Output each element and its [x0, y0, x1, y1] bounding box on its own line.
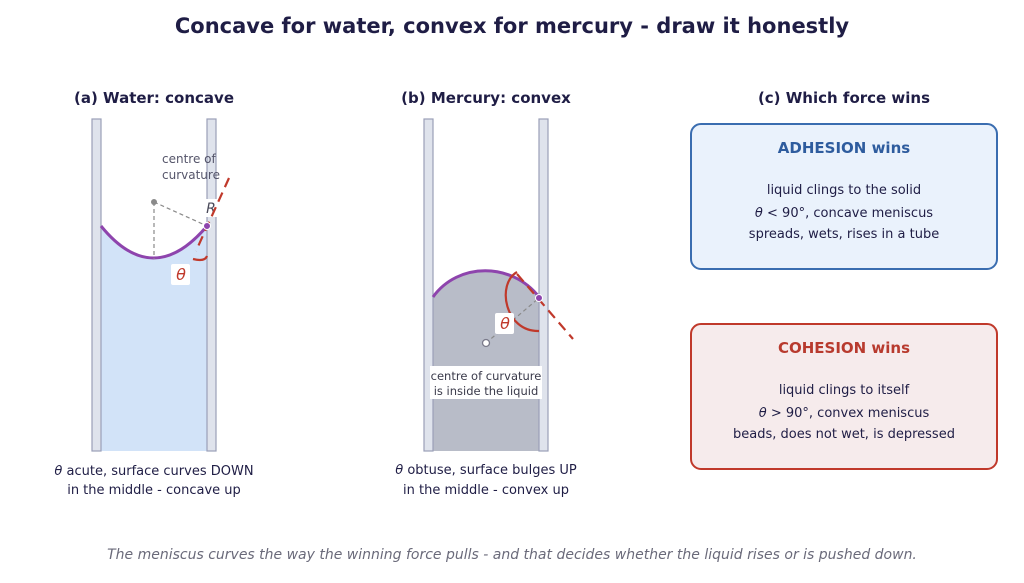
centre-of-curvature-point — [481, 338, 491, 348]
water-meniscus — [99, 225, 209, 260]
tube-wall-left — [91, 118, 102, 452]
cohesion-theta: θ — [759, 406, 767, 421]
adhesion-line1: liquid clings to the solid — [767, 183, 921, 198]
tangent-line — [516, 273, 574, 340]
cohesion-line1: liquid clings to itself — [779, 383, 910, 398]
panel-a-caption-line1: θ acute, surface curves DOWN — [54, 464, 253, 479]
panel-c-heading: (c) Which force wins — [758, 89, 930, 107]
water-liquid — [101, 226, 207, 451]
panel-b-caption-line1: θ obtuse, surface bulges UP — [395, 463, 577, 478]
tube-wall-left — [423, 118, 434, 452]
angle-label: θ — [500, 314, 510, 333]
radius-label: R — [206, 201, 216, 217]
adhesion-line2: θ < 90°, concave meniscus — [755, 206, 933, 221]
centre-label-line1: centre of curvature — [431, 369, 542, 383]
panel-which-force: (c) Which force wins ADHESION wins liqui… — [690, 89, 998, 470]
adhesion-line3: spreads, wets, rises in a tube — [749, 227, 939, 242]
centre-label-line1: centre of — [162, 152, 217, 166]
cohesion-line3: beads, does not wet, is depressed — [733, 427, 955, 442]
panel-a-caption-line2: in the middle - concave up — [67, 483, 241, 498]
adhesion-card: ADHESION wins liquid clings to the solid… — [690, 123, 998, 270]
caption-b-text: obtuse, surface bulges UP — [403, 463, 577, 478]
caption-b-theta: θ — [395, 463, 403, 478]
contact-point — [203, 222, 211, 230]
adhesion-line2-text: < 90°, concave meniscus — [763, 206, 933, 221]
panel-b-heading: (b) Mercury: convex — [401, 89, 571, 107]
page-title: Concave for water, convex for mercury - … — [174, 14, 850, 38]
cohesion-title: COHESION wins — [778, 339, 910, 357]
centre-label-bg — [430, 366, 542, 399]
contact-angle-arc — [192, 255, 209, 262]
radius-label-bg — [203, 199, 219, 217]
angle-label: θ — [176, 265, 186, 284]
cohesion-line2: θ > 90°, convex meniscus — [759, 406, 930, 421]
tangent-line — [194, 177, 231, 252]
contact-angle-arc — [504, 271, 540, 333]
mercury-liquid — [433, 270, 539, 451]
angle-label-bg — [171, 264, 190, 285]
contact-point — [535, 294, 543, 302]
footer-note: The meniscus curves the way the winning … — [107, 547, 917, 563]
cohesion-line2-text: > 90°, convex meniscus — [767, 406, 930, 421]
centre-label-line2: curvature — [162, 168, 220, 182]
panel-water: (a) Water: concave centre of curvature R… — [54, 89, 253, 498]
radius-line — [153, 201, 208, 227]
centre-label-line2: is inside the liquid — [434, 384, 539, 398]
caption-a-text: acute, surface curves DOWN — [62, 464, 253, 479]
panel-mercury: (b) Mercury: convex θ centre of curvatur… — [395, 89, 577, 498]
adhesion-title: ADHESION wins — [778, 139, 910, 157]
cohesion-card: COHESION wins liquid clings to itself θ … — [690, 323, 998, 470]
angle-label-bg — [495, 313, 514, 334]
cohesion-card-box — [690, 323, 998, 470]
panel-b-caption-line2: in the middle - convex up — [403, 483, 569, 498]
adhesion-theta: θ — [755, 206, 763, 221]
centre-of-curvature-point — [151, 199, 157, 205]
panel-a-heading: (a) Water: concave — [74, 89, 234, 107]
radius-line — [485, 297, 540, 344]
tube-wall-right — [538, 118, 549, 452]
tube-wall-right — [206, 118, 217, 452]
caption-a-theta: θ — [54, 464, 62, 479]
adhesion-card-box — [690, 123, 998, 270]
